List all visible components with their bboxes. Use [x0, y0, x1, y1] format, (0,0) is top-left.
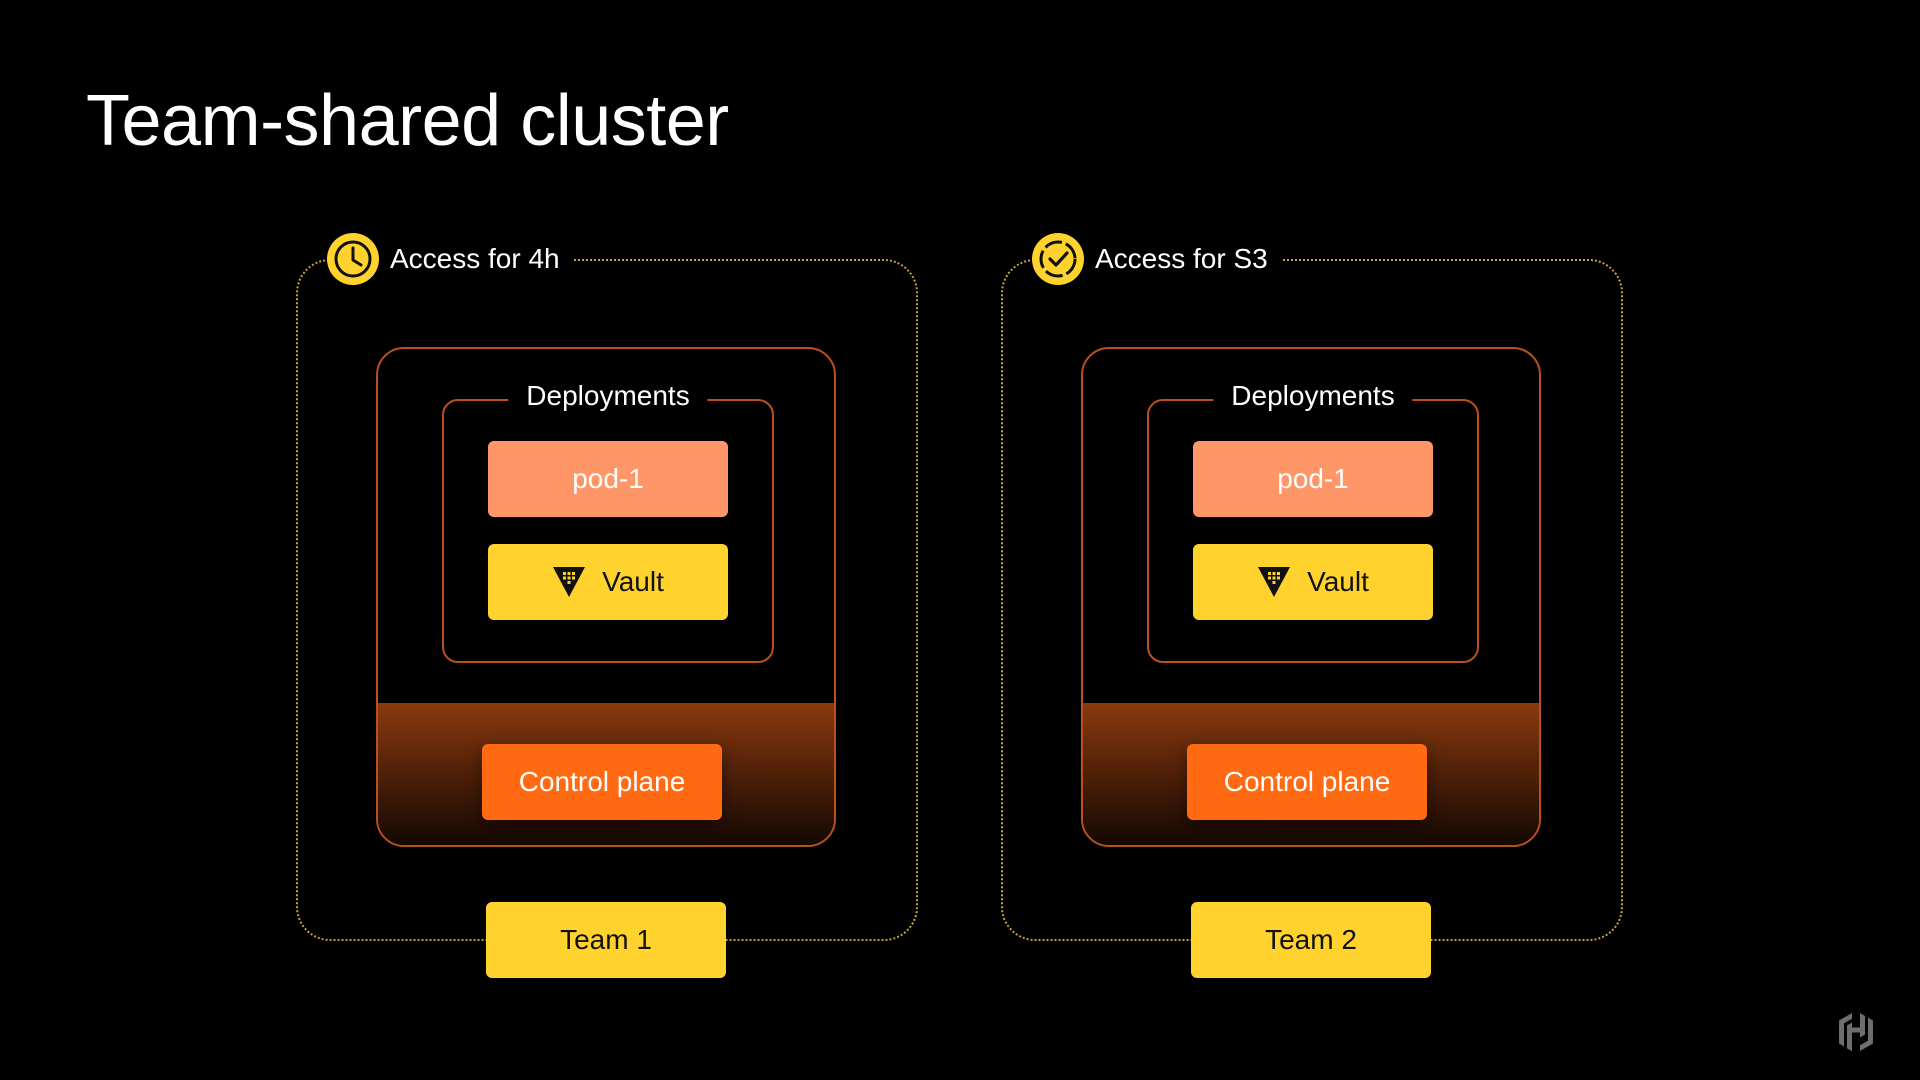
deployments-box: Deployments pod-1 Vau	[1147, 380, 1479, 663]
page-title: Team-shared cluster	[86, 81, 729, 161]
team-panel-1: Access for 4h Deployments pod-1	[296, 232, 918, 978]
vault-label: Vault	[1307, 566, 1369, 597]
pod-label: pod-1	[1277, 463, 1349, 494]
team-chip-1: Team 1	[486, 902, 726, 978]
vault-logo-icon	[553, 567, 586, 597]
cluster-box-1: Deployments pod-1 Vau	[376, 347, 836, 847]
vault-logo-icon	[1258, 567, 1291, 597]
access-text: Access for S3	[1095, 243, 1268, 274]
access-label-1: Access for 4h	[326, 232, 574, 286]
control-plane-label: Control plane	[1223, 766, 1391, 797]
deployments-label: Deployments	[508, 380, 708, 412]
control-plane-chip: Control plane	[1187, 744, 1427, 820]
clock-icon	[327, 233, 379, 285]
pod-chip: pod-1	[1193, 441, 1433, 517]
team-panel-2: Access for S3 Deployments pod-1	[1001, 232, 1623, 978]
team-label: Team 1	[560, 924, 652, 955]
access-label-2: Access for S3	[1031, 232, 1282, 286]
check-badge-icon	[1032, 233, 1084, 285]
deployments-label: Deployments	[1213, 380, 1413, 412]
pod-chip: pod-1	[488, 441, 728, 517]
control-plane-label: Control plane	[518, 766, 686, 797]
cluster-box-2: Deployments pod-1 Vau	[1081, 347, 1541, 847]
hashicorp-logo-icon	[1839, 1013, 1873, 1052]
control-plane-chip: Control plane	[482, 744, 722, 820]
team-chip-2: Team 2	[1191, 902, 1431, 978]
team-label: Team 2	[1265, 924, 1357, 955]
deployments-box: Deployments pod-1 Vau	[442, 380, 774, 663]
vault-chip: Vault	[1193, 544, 1433, 620]
pod-label: pod-1	[572, 463, 644, 494]
vault-chip: Vault	[488, 544, 728, 620]
access-text: Access for 4h	[390, 243, 560, 274]
vault-label: Vault	[602, 566, 664, 597]
